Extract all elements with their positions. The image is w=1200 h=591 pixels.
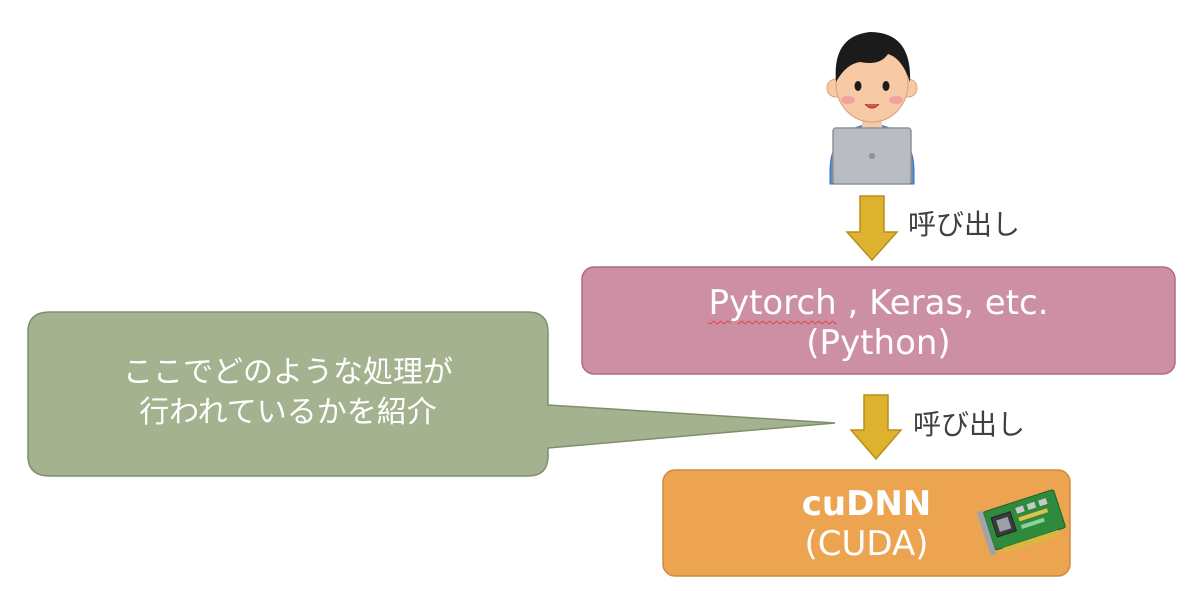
cudnn-title: cuDNN (801, 484, 932, 524)
framework-language: (Python) (806, 323, 951, 363)
down-arrow-icon (845, 195, 899, 262)
arrow-label-call-top: 呼び出し (908, 208, 1021, 241)
down-arrow-icon (849, 394, 903, 461)
callout-line-1: ここでどのような処理が (123, 355, 453, 390)
gpu-card-icon (976, 489, 1066, 556)
framework-pytorch: Pytorch (708, 283, 837, 323)
cudnn-box (662, 469, 1071, 577)
callout-text: ここでどのような処理が 行われているかを紹介 (28, 353, 548, 433)
framework-box-text: Pytorch , Keras, etc. (Python) (582, 283, 1175, 363)
framework-box (581, 266, 1176, 375)
cudnn-box-text: cuDNN (CUDA) (663, 484, 1070, 564)
arrow-label-call-bottom: 呼び出し (913, 408, 1026, 441)
callout-line-2: 行われているかを紹介 (139, 395, 437, 430)
framework-keras: , Keras (836, 283, 964, 323)
person-at-laptop-icon (826, 32, 918, 185)
callout-bubble (27, 311, 836, 477)
cudnn-language: (CUDA) (804, 524, 929, 564)
framework-etc: , etc. (963, 283, 1049, 323)
framework-names: Pytorch , Keras, etc. (582, 283, 1175, 323)
